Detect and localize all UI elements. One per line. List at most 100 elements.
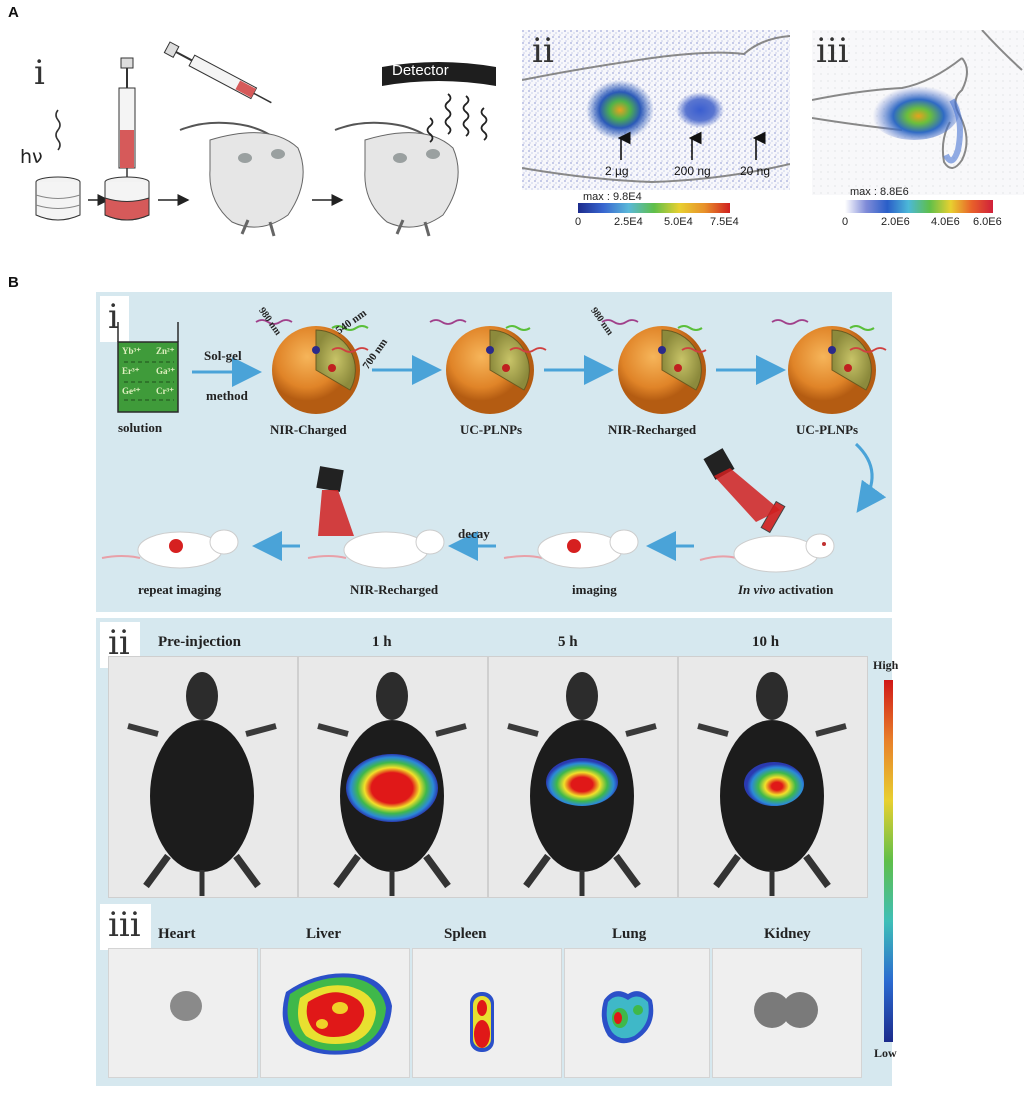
emission-wave xyxy=(677,325,703,331)
syringe-vertical xyxy=(118,57,136,195)
sphere-nir-recharged xyxy=(618,326,706,414)
mouse-silhouette-5h xyxy=(507,672,657,896)
mouse-silhouette-pre xyxy=(127,672,277,896)
organ-label-spleen: Spleen xyxy=(444,926,487,942)
emission-wave-540 xyxy=(331,325,369,331)
organ-heart xyxy=(170,991,202,1021)
emission-wave xyxy=(509,347,547,353)
solution-beaker xyxy=(117,322,179,413)
curved-arrow xyxy=(854,442,887,513)
panel-a-sub-iii: iii xyxy=(816,31,849,71)
time-label-1h: 1 h xyxy=(372,634,392,650)
mouse-silhouette-1h xyxy=(317,672,467,896)
label-nir-recharged-b: NIR-Recharged xyxy=(350,582,439,597)
ii-tick: 5.0E4 xyxy=(664,216,693,228)
organ-spleen xyxy=(470,992,494,1052)
beaker-ion-1: Yb³⁺ xyxy=(122,346,141,356)
signal-10h xyxy=(744,762,804,806)
detector-label: Detector xyxy=(392,62,449,79)
emission-wave xyxy=(462,95,470,137)
solgel-bottom-label: method xyxy=(206,388,248,403)
organ-lung xyxy=(601,991,654,1044)
panel-a-schematic xyxy=(35,41,496,237)
ii-colorbar-ticks: 0 2.5E4 5.0E4 7.5E4 xyxy=(575,216,739,230)
organ-label-lung: Lung xyxy=(612,926,647,942)
panel-a-letter: A xyxy=(8,4,19,21)
label-uc-plnps-1: UC-PLNPs xyxy=(460,422,523,437)
ii-colorbar xyxy=(578,203,730,213)
time-label-10h: 10 h xyxy=(752,634,780,650)
laser-device-2 xyxy=(316,466,354,536)
mouse-images xyxy=(127,672,847,896)
laser-device-1 xyxy=(703,448,780,522)
mouse-injected xyxy=(179,121,304,237)
label-nir-charged: NIR-Charged xyxy=(270,422,347,437)
iii-signal xyxy=(868,80,960,140)
ii-signal-2ug xyxy=(586,80,654,140)
panel-a-iii-image xyxy=(812,30,1024,195)
organ-images xyxy=(170,973,818,1055)
sphere-uc-plnps-2 xyxy=(788,326,876,414)
ii-signal-200ng xyxy=(676,92,724,128)
ii-annot-200ng: 200 ng xyxy=(674,164,711,178)
iii-tick: 4.0E6 xyxy=(931,216,960,228)
ii-arrows xyxy=(617,131,766,160)
solgel-top-label: Sol-gel xyxy=(204,348,242,363)
ii-max: max : 9.8E4 xyxy=(583,191,642,203)
mouse-silhouette-10h xyxy=(697,672,847,896)
mouse-in-vivo-activation xyxy=(699,533,835,573)
organ-label-heart: Heart xyxy=(158,926,196,942)
label-in-vivo-activation: In vivo activation xyxy=(738,582,833,598)
label-decay: decay xyxy=(458,526,490,541)
laser-wave xyxy=(771,319,809,325)
panel-a-sub-i: i xyxy=(34,53,45,93)
emission-wave xyxy=(681,347,707,353)
emission-wave-700 xyxy=(331,347,369,353)
sphere-uc-plnps-1 xyxy=(446,326,534,414)
iii-max: max : 8.8E6 xyxy=(850,186,909,198)
signal-5h xyxy=(546,758,618,806)
hv-label: hν xyxy=(20,146,43,168)
beaker-ion-4: Ga³⁺ xyxy=(156,366,175,376)
intensity-colorbar xyxy=(884,680,893,1042)
ii-annot-20ng: 20 ng xyxy=(740,164,771,178)
panel-b-sub-i: i xyxy=(100,296,129,342)
signal-1h xyxy=(346,754,438,822)
iii-tick: 6.0E6 xyxy=(973,216,1002,228)
emission-wave xyxy=(444,93,452,135)
photon-wave xyxy=(55,109,61,151)
mouse-imaging-b xyxy=(503,529,639,569)
ii-tick: 0 xyxy=(575,216,582,228)
mouse-repeat-imaging xyxy=(101,529,239,569)
emission-wave xyxy=(849,325,875,331)
label-nir-recharged: NIR-Recharged xyxy=(608,422,697,437)
iii-colorbar-ticks: 0 2.0E6 4.0E6 6.0E6 xyxy=(842,216,1005,230)
label-imaging: imaging xyxy=(572,582,617,597)
panel-b-sub-iii: iii xyxy=(100,904,151,950)
organ-label-liver: Liver xyxy=(306,926,341,942)
label-repeat-imaging: repeat imaging xyxy=(138,582,222,597)
time-label-pre-injection: Pre-injection xyxy=(158,634,242,650)
syringe-angled xyxy=(163,41,272,104)
mouse-nir-recharged-b xyxy=(307,529,445,569)
beaker-red xyxy=(104,176,150,221)
label-uc-plnps-2: UC-PLNPs xyxy=(796,422,859,437)
emission-wave xyxy=(480,107,488,141)
panel-a-sub-ii: ii xyxy=(532,31,554,71)
laser-wave-980 xyxy=(255,319,293,325)
panel-b-i-diagram xyxy=(101,319,887,573)
ii-annot-2ug: 2 µg xyxy=(605,164,629,178)
emission-wave xyxy=(849,347,887,353)
activation-text: activation xyxy=(775,582,834,597)
beaker-ion-6: Cr³⁺ xyxy=(156,386,174,396)
laser-wave xyxy=(429,319,467,325)
organ-liver xyxy=(282,973,392,1055)
colorbar-low: Low xyxy=(874,1046,897,1060)
laser-wave xyxy=(601,319,639,325)
beaker-ion-2: Zn²⁺ xyxy=(156,346,175,356)
solution-label: solution xyxy=(118,420,163,435)
beaker-ion-3: Er³⁺ xyxy=(122,366,140,376)
ii-tick: 7.5E4 xyxy=(710,216,739,228)
iii-tick: 0 xyxy=(842,216,849,228)
sphere-nir-charged xyxy=(272,326,360,414)
